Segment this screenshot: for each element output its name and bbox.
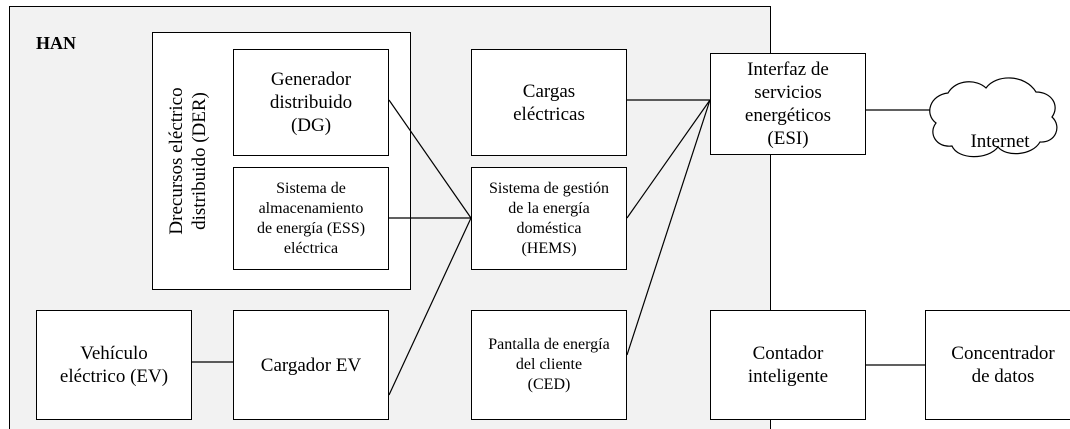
ced-box: Pantalla de energía del cliente (CED) (471, 310, 627, 420)
cargas-electricas-box: Cargas eléctricas (471, 49, 627, 156)
vehiculo-electrico-box: Vehículo eléctrico (EV) (36, 310, 192, 420)
link-ced-esi (626, 99, 711, 356)
link-dg-hems (388, 99, 472, 219)
hems-box: Sistema de gestión de la energía domésti… (471, 167, 627, 270)
internet-label: Internet (970, 131, 1030, 152)
ess-box: Sistema de almacenamiento de energía (ES… (233, 167, 389, 270)
link-hems-esi (626, 99, 711, 219)
esi-box: Interfaz de servicios energéticos (ESI) (710, 53, 866, 155)
concentrador-datos-box: Concentrador de datos (925, 310, 1070, 420)
cargador-ev-box: Cargador EV (233, 310, 389, 420)
generador-distribuido-box: Generador distribuido (DG) (233, 49, 389, 156)
han-label: HAN (36, 33, 76, 53)
contador-inteligente-box: Contador inteligente (710, 310, 866, 420)
link-cargador-hems (388, 217, 472, 396)
cloud-icon (929, 77, 1058, 158)
